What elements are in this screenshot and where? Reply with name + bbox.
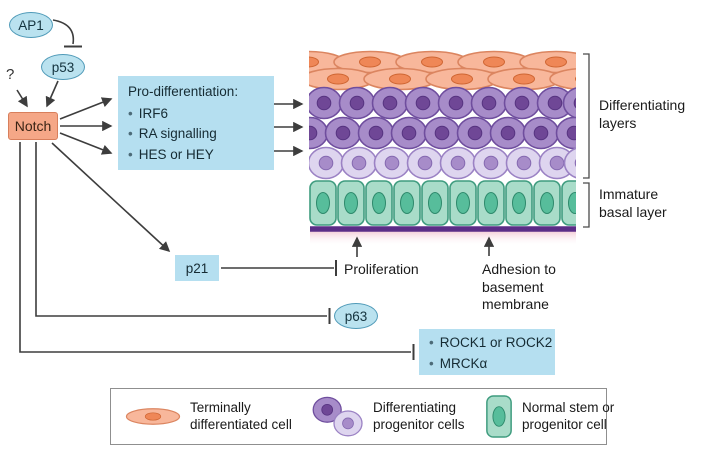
question-mark-label: ? bbox=[6, 66, 15, 83]
pro-differentiation-item: IRF6 bbox=[128, 104, 264, 125]
basal-layer-bracket bbox=[583, 182, 590, 228]
proliferation-label: Proliferation bbox=[344, 261, 419, 277]
pro-differentiation-item: HES or HEY bbox=[128, 145, 264, 166]
inhibit-ap1-p53 bbox=[52, 19, 75, 45]
inhibit-notch-rock bbox=[19, 142, 411, 353]
legend-item: Differentiating progenitor cells bbox=[312, 396, 485, 438]
rock-mrck-box: ROCK1 or ROCK2 MRCKα bbox=[419, 329, 555, 375]
legend-label: Terminally differentiated cell bbox=[190, 399, 292, 432]
arrow-notch-prodiff-3 bbox=[59, 132, 113, 155]
pro-differentiation-item: RA signalling bbox=[128, 124, 264, 145]
legend-label: Normal stem or progenitor cell bbox=[522, 399, 615, 432]
node-notch-label: Notch bbox=[14, 118, 52, 134]
differentiating-progenitor-cells-icon bbox=[312, 396, 363, 436]
pro-differentiation-list: IRF6 RA signalling HES or HEY bbox=[128, 104, 264, 166]
layer-brackets bbox=[583, 53, 590, 228]
pro-differentiation-title: Pro-differentiation: bbox=[128, 84, 239, 99]
node-p53-label: p53 bbox=[51, 59, 75, 75]
basement-membrane-glow bbox=[310, 231, 576, 246]
progenitor-cell-layers bbox=[309, 86, 576, 180]
node-notch: Notch bbox=[8, 112, 58, 140]
node-p53: p53 bbox=[41, 54, 85, 80]
arrow-notch-p21 bbox=[51, 142, 171, 253]
legend-item: Normal stem or progenitor cell bbox=[485, 394, 629, 439]
arrow-unknown-notch bbox=[16, 89, 28, 108]
legend-label: Differentiating progenitor cells bbox=[373, 399, 465, 432]
legend: Terminally differentiated cell Different… bbox=[110, 388, 614, 445]
terminally-differentiated-cell-icon bbox=[125, 408, 181, 425]
node-p21: p21 bbox=[175, 255, 219, 281]
adhesion-label: Adhesion to basement membrane bbox=[482, 261, 556, 312]
normal-stem-progenitor-cell-icon bbox=[486, 395, 512, 438]
rock-mrck-item: MRCKα bbox=[429, 354, 545, 375]
pathway-arrows bbox=[16, 19, 495, 360]
basal-cell-layer bbox=[309, 180, 576, 226]
node-ap1: AP1 bbox=[9, 12, 53, 38]
epidermis-illustration bbox=[309, 50, 576, 246]
pro-differentiation-box: Pro-differentiation: IRF6 RA signalling … bbox=[118, 76, 274, 170]
node-p63-label: p63 bbox=[344, 308, 368, 324]
legend-item: Terminally differentiated cell bbox=[125, 400, 312, 434]
node-ap1-label: AP1 bbox=[18, 17, 44, 33]
node-p63: p63 bbox=[334, 303, 378, 329]
differentiating-layers-label: Differentiating layers bbox=[599, 97, 686, 131]
inhibit-notch-p63 bbox=[35, 142, 327, 317]
differentiating-layers-bracket bbox=[583, 53, 590, 179]
rock-mrck-list: ROCK1 or ROCK2 MRCKα bbox=[429, 333, 553, 375]
immature-basal-layer-label: Immature basal layer bbox=[599, 186, 667, 220]
rock-mrck-item: ROCK1 or ROCK2 bbox=[429, 333, 553, 354]
differentiated-cell-layer bbox=[309, 50, 576, 91]
arrow-p53-notch bbox=[45, 80, 59, 108]
node-p21-label: p21 bbox=[185, 260, 209, 276]
arrow-notch-prodiff-1 bbox=[59, 97, 113, 120]
